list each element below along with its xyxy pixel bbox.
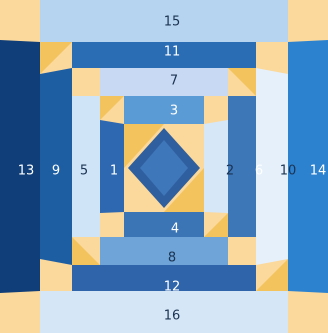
label-piece-4: 4 bbox=[171, 222, 179, 237]
label-piece-7: 7 bbox=[170, 74, 178, 89]
label-piece-12: 12 bbox=[164, 280, 181, 295]
piece-3 bbox=[124, 96, 204, 124]
label-piece-5: 5 bbox=[80, 164, 88, 179]
label-piece-1: 1 bbox=[110, 164, 118, 179]
piece-7 bbox=[100, 68, 228, 96]
label-piece-15: 15 bbox=[164, 15, 181, 30]
label-piece-8: 8 bbox=[168, 251, 176, 266]
label-piece-13: 13 bbox=[18, 164, 35, 179]
piece-2 bbox=[204, 120, 228, 213]
label-piece-10: 10 bbox=[280, 164, 297, 179]
label-piece-14: 14 bbox=[310, 164, 327, 179]
label-piece-16: 16 bbox=[164, 309, 181, 324]
label-piece-3: 3 bbox=[170, 104, 178, 119]
label-piece-2: 2 bbox=[226, 164, 234, 179]
label-piece-6: 6 bbox=[255, 164, 263, 179]
piece-4 bbox=[124, 212, 204, 237]
label-piece-9: 9 bbox=[52, 164, 60, 179]
piece-8 bbox=[100, 237, 228, 265]
label-piece-11: 11 bbox=[164, 45, 181, 60]
